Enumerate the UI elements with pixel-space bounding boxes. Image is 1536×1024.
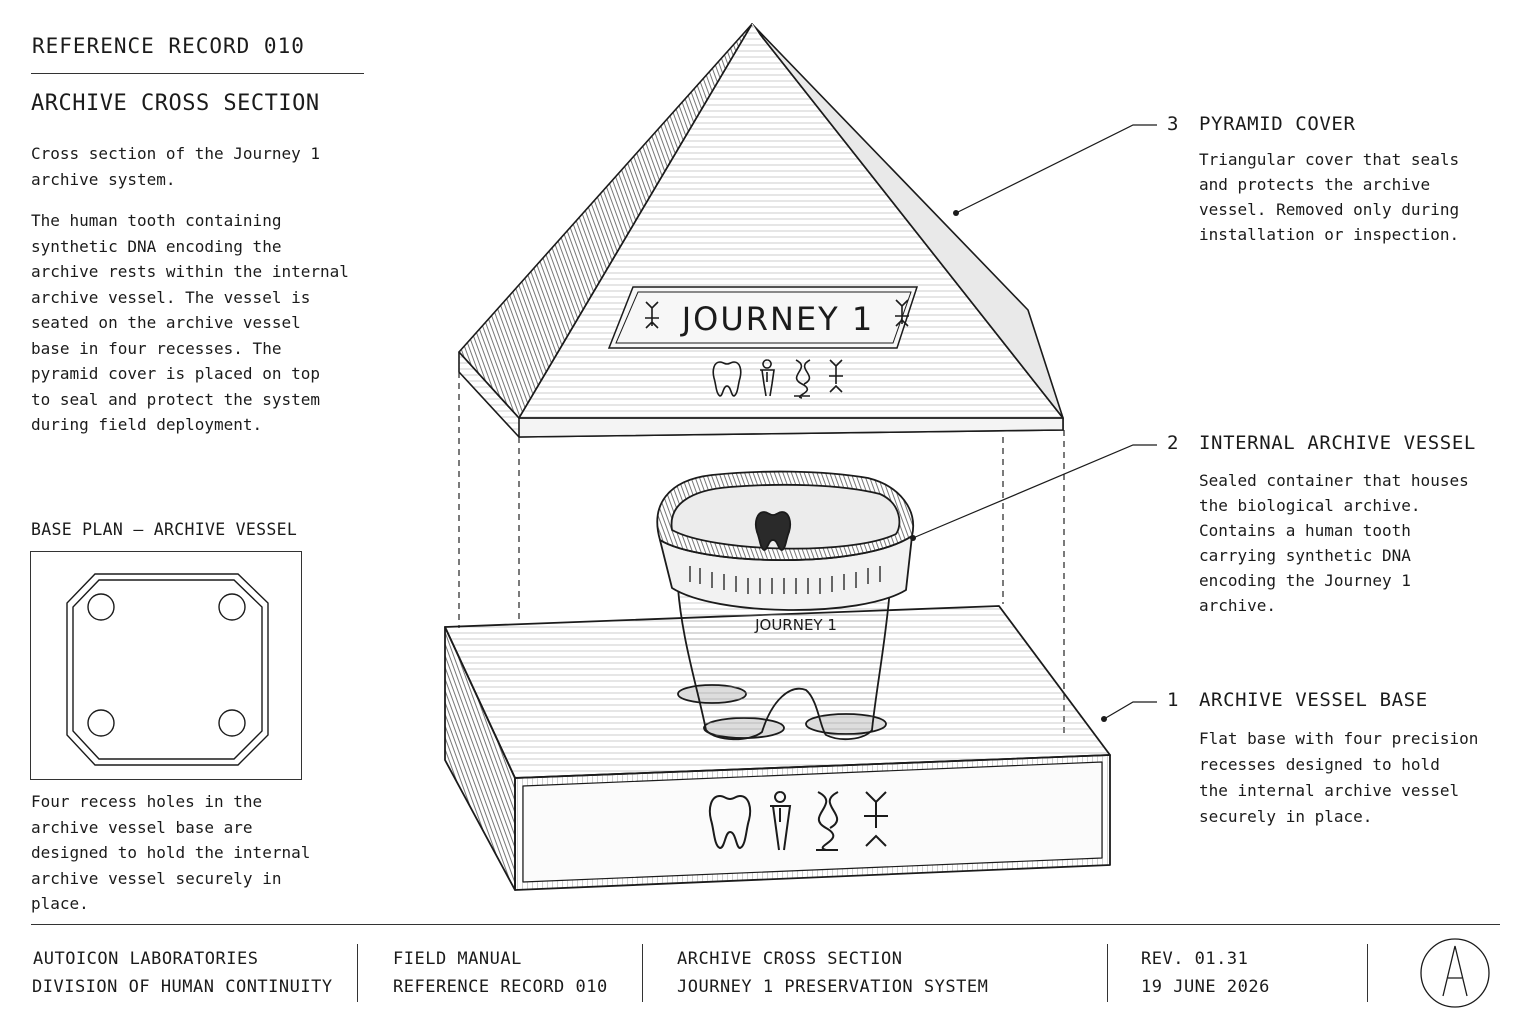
base-plan-caption: Four recess holes in the archive vessel … [31, 792, 311, 913]
vessel-label-text: JOURNEY 1 [754, 616, 837, 634]
intro-paragraph: Cross section of the Journey 1 archive s… [31, 144, 320, 189]
footer-doc-system: JOURNEY 1 PRESERVATION SYSTEM [677, 977, 989, 997]
callout-title-base: ARCHIVE VESSEL BASE [1199, 689, 1428, 711]
vessel-band-icons [689, 566, 881, 594]
footer-divider [1367, 944, 1368, 1002]
footer-rule [31, 924, 1500, 925]
dna-helix-icon [816, 791, 839, 851]
autoicon-logo [1420, 938, 1490, 1008]
internal-archive-vessel [656, 470, 914, 741]
footer-divider [642, 944, 643, 1002]
callout-desc-base: Flat base with four precision recesses d… [1199, 729, 1479, 826]
pyramid-icon-row [712, 359, 843, 399]
footer-org-division: DIVISION OF HUMAN CONTINUITY [32, 977, 333, 997]
base-icon-row [708, 791, 888, 851]
footer-revision: REV. 01.31 [1141, 949, 1249, 969]
callout-desc-pyramid: Triangular cover that seals and protects… [1199, 150, 1460, 244]
base-plan-title: BASE PLAN – ARCHIVE VESSEL [31, 520, 298, 539]
header-rule [31, 73, 364, 74]
footer-doc-record: REFERENCE RECORD 010 [393, 977, 608, 997]
callout-desc-vessel: Sealed container that houses the biologi… [1199, 471, 1469, 615]
dna-helix-icon [794, 359, 811, 399]
record-id: REFERENCE RECORD 010 [32, 34, 305, 58]
glyph-icon [864, 791, 888, 847]
section-title: ARCHIVE CROSS SECTION [31, 91, 320, 116]
glyph-icon [829, 359, 843, 393]
callout-title-vessel: INTERNAL ARCHIVE VESSEL [1199, 432, 1476, 454]
human-figure-icon [760, 359, 775, 397]
pyramid-label-text: JOURNEY 1 [680, 300, 875, 338]
pyramid-label-plaque [607, 286, 919, 349]
footer-divider [357, 944, 358, 1002]
callout-title-pyramid: PYRAMID COVER [1199, 113, 1356, 135]
base-plan-drawing [66, 573, 269, 766]
glyph-icon [645, 299, 909, 329]
recess-hole [218, 593, 246, 621]
tooth-icon [708, 794, 752, 850]
footer-doc-section: ARCHIVE CROSS SECTION [677, 949, 903, 969]
leader-lines [912, 124, 1157, 720]
intro-paragraph-detail: The human tooth containing synthetic DNA… [31, 211, 349, 434]
tooth-icon [754, 511, 792, 551]
footer-date: 19 JUNE 2026 [1141, 977, 1270, 997]
callout-number-pyramid: 3 [1167, 113, 1179, 135]
footer-divider [1107, 944, 1108, 1002]
alignment-guides [458, 372, 1065, 735]
human-figure-icon [770, 791, 792, 851]
footer-org-name: AUTOICON LABORATORIES [33, 949, 259, 969]
base-plan-frame [30, 551, 302, 780]
footer-doc-type: FIELD MANUAL [393, 949, 522, 969]
callout-number-vessel: 2 [1167, 432, 1179, 454]
recess-hole [218, 709, 246, 737]
pyramid-cover [458, 23, 1064, 438]
recess-hole [87, 709, 115, 737]
callout-number-base: 1 [1167, 689, 1179, 711]
tooth-icon [712, 361, 742, 397]
recess-hole [87, 593, 115, 621]
